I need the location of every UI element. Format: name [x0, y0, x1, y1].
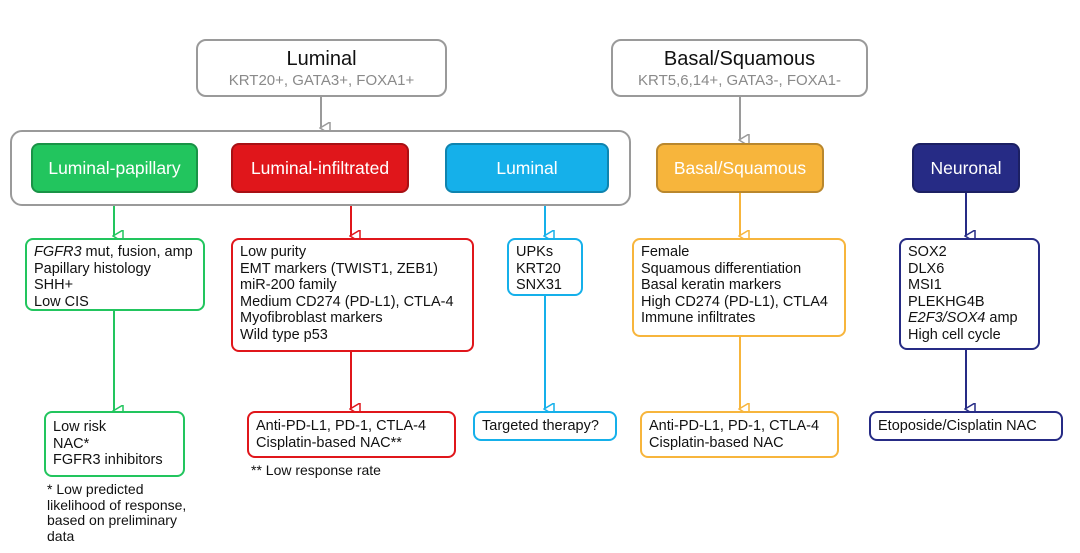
footnote-line: based on preliminary: [47, 512, 177, 528]
li-feature-line: Myofibroblast markers: [240, 310, 383, 327]
therapy-basal-squamous: Anti-PD-L1, PD-1, CTLA-4 Cisplatin-based…: [640, 411, 839, 458]
ne-feature-line: PLEKHG4B: [908, 293, 985, 310]
footnote-luminal-infiltrated: ** Low response rate: [251, 462, 451, 479]
therapy-neuronal: Etoposide/Cisplatin NAC: [869, 411, 1063, 441]
subtype-luminal-papillary: Luminal-papillary: [31, 143, 198, 193]
therapy-luminal: Targeted therapy?: [473, 411, 617, 441]
footnote-line: ** Low response rate: [251, 462, 381, 478]
footnote-luminal-papillary: * Low predicted likelihood of response, …: [47, 481, 217, 544]
ne-therapy-line: Etoposide/Cisplatin NAC: [878, 418, 1037, 434]
lp-feature-line: Low CIS: [34, 293, 89, 310]
bs-therapy-line: Cisplatin-based NAC: [649, 434, 784, 451]
bs-feature-line: Squamous differentiation: [641, 260, 802, 277]
li-therapy-line: Cisplatin-based NAC**: [256, 434, 402, 451]
bs-feature-line: Female: [641, 244, 690, 260]
lp-feature-line: Papillary histology: [34, 260, 151, 277]
lu-therapy-line: Targeted therapy?: [482, 418, 599, 434]
basal-top-title: Basal/Squamous: [663, 48, 816, 70]
li-feature-line: Low purity: [240, 244, 307, 260]
subtype-basal-squamous: Basal/Squamous: [656, 143, 824, 193]
basal-top-markers: KRT5,6,14+, GATA3-, FOXA1-: [638, 72, 841, 89]
lu-feature-line: UPKs: [516, 244, 554, 260]
therapy-luminal-papillary: Low risk NAC* FGFR3 inhibitors: [44, 411, 185, 477]
features-neuronal: SOX2 DLX6 MSI1 PLEKHG4B E2F3/SOX4 amp Hi…: [899, 238, 1040, 350]
lp-gene-italic: FGFR3: [34, 244, 82, 260]
lu-feature-line: KRT20: [516, 260, 561, 277]
subtype-luminal-label: Luminal: [496, 157, 558, 178]
bs-feature-line: High CD274 (PD-L1), CTLA4: [641, 293, 828, 310]
bs-feature-line: Immune infiltrates: [641, 310, 756, 327]
lp-feature-line: FGFR3 mut, fusion, amp: [34, 244, 196, 261]
li-feature-line: Wild type p53: [240, 326, 328, 343]
lp-therapy-line: NAC*: [53, 435, 90, 452]
luminal-top-markers: KRT20+, GATA3+, FOXA1+: [228, 72, 415, 89]
li-feature-line: EMT markers (TWIST1, ZEB1): [240, 260, 438, 277]
luminal-top-title: Luminal: [286, 48, 357, 70]
bs-therapy-line: Anti-PD-L1, PD-1, CTLA-4: [649, 418, 820, 434]
li-feature-line: Medium CD274 (PD-L1), CTLA-4: [240, 293, 454, 310]
subtype-neuronal: Neuronal: [912, 143, 1020, 193]
subtype-luminal: Luminal: [445, 143, 609, 193]
li-therapy-line: Anti-PD-L1, PD-1, CTLA-4: [256, 418, 427, 434]
ne-gene-rest: amp: [985, 310, 1018, 327]
features-luminal: UPKs KRT20 SNX31: [507, 238, 583, 296]
lu-feature-line: SNX31: [516, 277, 562, 294]
ne-gene-italic: E2F3/SOX4: [908, 310, 986, 327]
ne-feature-line: MSI1: [908, 277, 942, 294]
bs-feature-line: Basal keratin markers: [641, 277, 782, 294]
li-feature-line: miR-200 family: [240, 277, 337, 294]
subtype-luminal-papillary-label: Luminal-papillary: [48, 157, 181, 178]
lp-gene-rest: mut, fusion, amp: [81, 244, 193, 260]
features-luminal-papillary: FGFR3 mut, fusion, amp Papillary histolo…: [25, 238, 205, 311]
footnote-line: data: [47, 527, 75, 544]
subtype-basal-squamous-label: Basal/Squamous: [673, 157, 807, 178]
ne-feature-line: E2F3/SOX4 amp: [908, 310, 1031, 327]
subtype-luminal-infiltrated: Luminal-infiltrated: [231, 143, 409, 193]
basal-top-box: Basal/Squamous KRT5,6,14+, GATA3-, FOXA1…: [611, 39, 868, 97]
footnote-line: likelihood of response,: [47, 496, 187, 513]
lp-feature-line: SHH+: [34, 277, 74, 294]
footnote-line: * Low predicted: [47, 481, 144, 497]
therapy-luminal-infiltrated: Anti-PD-L1, PD-1, CTLA-4 Cisplatin-based…: [247, 411, 456, 458]
ne-feature-line: DLX6: [908, 260, 945, 277]
ne-feature-line: High cell cycle: [908, 326, 1001, 343]
luminal-top-box: Luminal KRT20+, GATA3+, FOXA1+: [196, 39, 447, 97]
subtype-luminal-infiltrated-label: Luminal-infiltrated: [250, 157, 390, 178]
lp-therapy-line: FGFR3 inhibitors: [53, 452, 163, 469]
features-luminal-infiltrated: Low purity EMT markers (TWIST1, ZEB1) mi…: [231, 238, 474, 352]
subtype-neuronal-label: Neuronal: [930, 157, 1002, 178]
features-basal-squamous: Female Squamous differentiation Basal ke…: [632, 238, 846, 337]
lp-therapy-line: Low risk: [53, 419, 107, 435]
ne-feature-line: SOX2: [908, 244, 947, 260]
